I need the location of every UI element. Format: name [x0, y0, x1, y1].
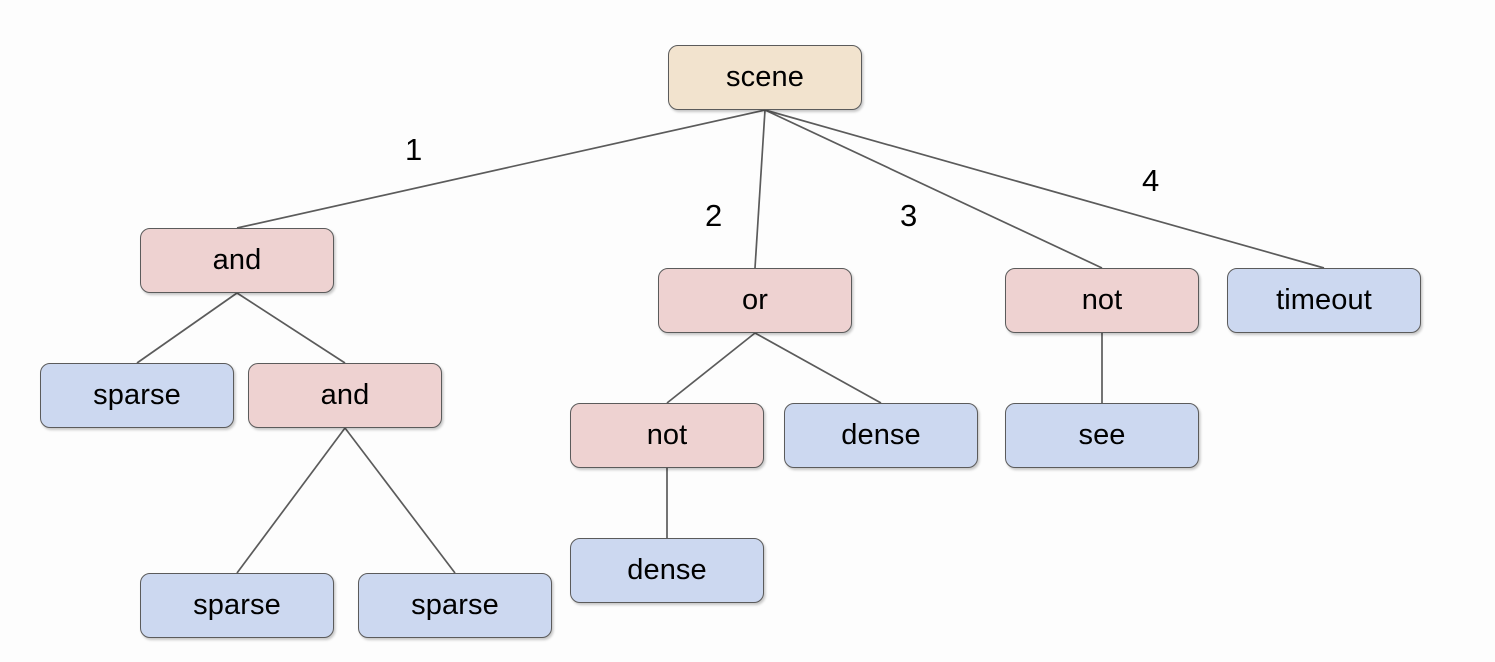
- tree-edge-scene-to-not3: [764, 109, 1103, 269]
- tree-node-dense1[interactable]: dense: [784, 403, 978, 468]
- tree-node-label: sparse: [411, 589, 499, 621]
- tree-edge-or1-to-dense1: [754, 332, 882, 404]
- tree-node-label: not: [646, 419, 688, 451]
- tree-edge-or1-to-not2: [666, 332, 756, 404]
- tree-edge-and1-to-sparse1: [136, 292, 238, 364]
- tree-node-label: and: [320, 379, 370, 411]
- tree-node-label: scene: [726, 61, 804, 93]
- tree-node-dense2[interactable]: dense: [570, 538, 764, 603]
- tree-edge-scene-to-timeout: [764, 109, 1325, 269]
- tree-node-timeout[interactable]: timeout: [1227, 268, 1421, 333]
- tree-node-scene[interactable]: scene: [668, 45, 862, 110]
- tree-node-label: dense: [627, 554, 707, 586]
- tree-node-not2[interactable]: not: [570, 403, 764, 468]
- tree-node-label: dense: [841, 419, 921, 451]
- tree-node-not3[interactable]: not: [1005, 268, 1199, 333]
- tree-node-label: sparse: [193, 589, 281, 621]
- tree-edge-and1-to-and2: [236, 292, 346, 364]
- tree-edge-and2-to-sparse3: [344, 427, 456, 574]
- tree-node-sparse3[interactable]: sparse: [358, 573, 552, 638]
- tree-node-label: or: [742, 284, 768, 316]
- tree-node-or1[interactable]: or: [658, 268, 852, 333]
- tree-node-sparse2[interactable]: sparse: [140, 573, 334, 638]
- tree-node-and2[interactable]: and: [248, 363, 442, 428]
- edge-order-label-4: 4: [1142, 163, 1160, 198]
- tree-node-and1[interactable]: and: [140, 228, 334, 293]
- tree-edge-and2-to-sparse2: [236, 427, 346, 574]
- edge-order-label-1: 1: [405, 132, 423, 167]
- edge-order-label-2: 2: [705, 198, 723, 233]
- tree-edge-scene-to-and1: [236, 109, 766, 229]
- tree-node-see[interactable]: see: [1005, 403, 1199, 468]
- tree-node-label: see: [1078, 419, 1126, 451]
- tree-node-label: timeout: [1276, 284, 1372, 316]
- tree-node-label: sparse: [93, 379, 181, 411]
- tree-edge-scene-to-or1: [754, 109, 766, 269]
- tree-node-label: not: [1081, 284, 1123, 316]
- tree-node-sparse1[interactable]: sparse: [40, 363, 234, 428]
- tree-node-label: and: [212, 244, 262, 276]
- edge-order-label-3: 3: [900, 198, 918, 233]
